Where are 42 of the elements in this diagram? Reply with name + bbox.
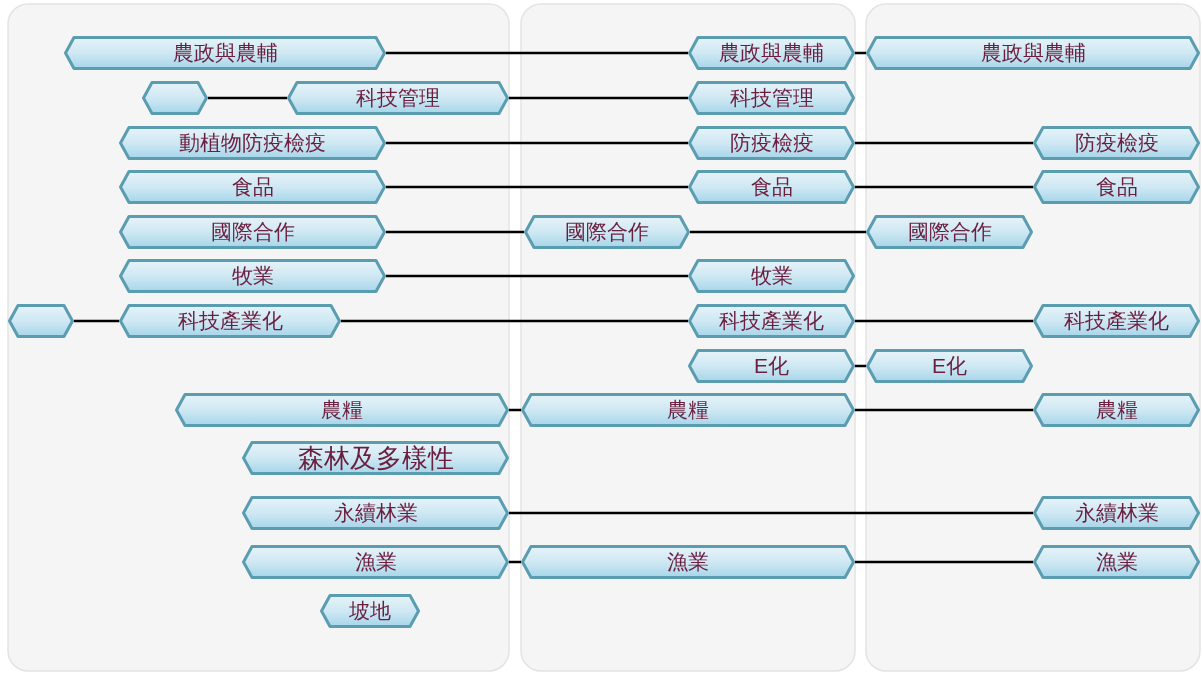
hexagon-box: 科技產業化 [1033, 304, 1200, 338]
hexagon-box: 科技產業化 [688, 304, 855, 338]
connector-line [855, 560, 1033, 564]
hexagon-box: 防疫檢疫 [688, 126, 855, 160]
hexagon-box: 國際合作 [866, 215, 1033, 249]
connector-line [855, 408, 1033, 412]
hexagon-box: 動植物防疫檢疫 [119, 126, 386, 160]
connector-line [855, 141, 1033, 145]
connector-line [509, 96, 688, 100]
connector-line [855, 185, 1033, 189]
hexagon-box: 漁業 [1033, 545, 1200, 579]
hexagon-box: 國際合作 [524, 215, 690, 249]
hexagon-box: 科技產業化 [119, 304, 341, 338]
hexagon-box: 食品 [119, 170, 386, 204]
connector-line [690, 230, 866, 234]
hexagon-box: 食品 [688, 170, 855, 204]
hexagon-box: 牧業 [688, 259, 855, 293]
hexagon-box: 牧業 [119, 259, 386, 293]
hexagon-box: 食品 [1033, 170, 1200, 204]
connector-line [386, 274, 688, 278]
hexagon-box: 國際合作 [119, 215, 386, 249]
hexagon-box: 森林及多樣性 [242, 441, 509, 475]
hexagon-box: 永續林業 [1033, 496, 1200, 530]
connector-line [386, 230, 524, 234]
connector-line [855, 319, 1033, 323]
hexagon-box: 科技管理 [287, 81, 509, 115]
connector-line [386, 141, 688, 145]
connector-line [386, 185, 688, 189]
hexagon-box: 農糧 [1033, 393, 1200, 427]
hexagon-box: 防疫檢疫 [1033, 126, 1200, 160]
connector-line [509, 511, 1033, 515]
hexagon-box: 永續林業 [242, 496, 509, 530]
hexagon-box: E化 [688, 349, 855, 383]
hexagon-box: 科技管理 [688, 81, 855, 115]
hexagon-box: 漁業 [242, 545, 509, 579]
hexagon-box: E化 [866, 349, 1033, 383]
connector-line [74, 319, 119, 323]
hexagon-box: 農政與農輔 [688, 36, 855, 70]
hexagon-box: 坡地 [320, 594, 420, 628]
connector-line [386, 51, 688, 55]
connector-line [341, 319, 688, 323]
connector-line [208, 96, 287, 100]
